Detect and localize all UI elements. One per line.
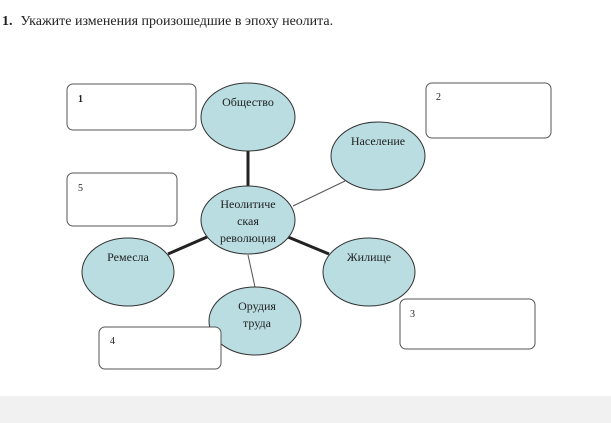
node-label: труда <box>243 316 272 330</box>
connector-dwelling <box>287 235 330 256</box>
task-title: 1. Укажите изменения произошедшие в эпоху… <box>2 14 333 30</box>
node-society: Общество <box>200 82 296 152</box>
answer-box-2[interactable]: 2 <box>425 82 552 139</box>
answer-box-5[interactable]: 5 <box>66 172 178 227</box>
center-label-line: революция <box>220 231 277 245</box>
answer-box-4[interactable]: 4 <box>98 326 222 370</box>
node-center: Неолитиче ская революция <box>200 185 296 255</box>
node-label: Жилище <box>347 250 391 264</box>
task-text: Укажите изменения произошедшие в эпоху н… <box>20 14 334 29</box>
box-number: 1 <box>78 94 83 105</box>
box-number: 5 <box>78 183 83 194</box>
node-population: Население <box>330 121 426 191</box>
connector-crafts <box>167 235 208 256</box>
connector-population <box>292 180 346 207</box>
task-number: 1. <box>2 14 13 29</box>
node-label: Орудия <box>238 299 276 313</box>
center-label-line: Неолитиче <box>220 197 275 211</box>
node-dwelling: Жилище <box>322 237 416 307</box>
answer-box-1[interactable]: 1 <box>66 83 197 131</box>
node-label: Ремесла <box>107 250 149 264</box>
node-label: Население <box>351 134 405 148</box>
box-number: 2 <box>436 92 441 103</box>
node-tools: Орудия труда <box>208 286 302 356</box>
node-crafts: Ремесла <box>81 237 175 307</box>
bottom-band <box>0 396 611 423</box>
box-number: 4 <box>110 336 115 347</box>
answer-box-3[interactable]: 3 <box>399 298 536 350</box>
connector-tools <box>247 254 256 288</box>
node-label: Общество <box>222 95 274 109</box>
center-label-line: ская <box>237 214 259 228</box>
box-number: 3 <box>410 309 415 320</box>
